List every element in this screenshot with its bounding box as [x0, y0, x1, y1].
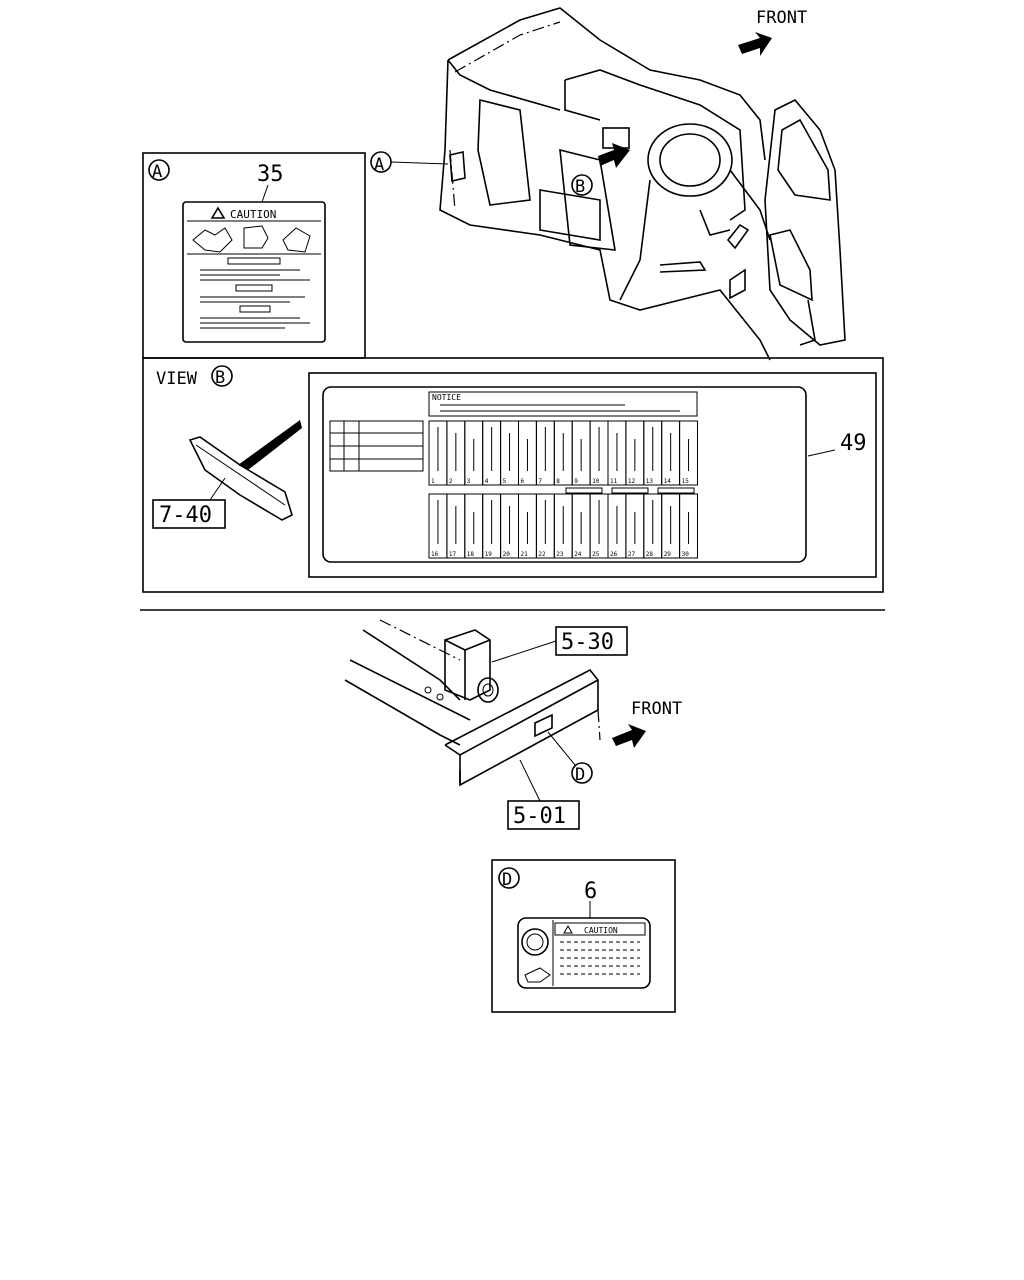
ref-a-callout: A [370, 151, 449, 175]
fuse-number: 12 [628, 478, 636, 485]
front-label-top: FRONT [756, 8, 807, 28]
detail-a-panel: A 35 CAUTION [142, 152, 366, 359]
ref-b-callout: B [571, 143, 630, 197]
fuse-row-2: 16 17 18 19 20 21 22 23 24 25 26 27 28 29 30 [428, 493, 698, 559]
fuse-number: 14 [664, 478, 672, 485]
fuse-number: 1 [431, 478, 435, 485]
detail-d-part-number: 6 [584, 879, 597, 904]
detail-d-panel: D 6 CAUTION [491, 859, 676, 1013]
fuse-number: 24 [574, 551, 582, 558]
fuse-number: 11 [610, 478, 618, 485]
fuse-number: 22 [538, 551, 546, 558]
fuse-number: 21 [521, 551, 529, 558]
detail-a-part-number: 35 [257, 162, 284, 187]
fuse-number: 10 [592, 478, 600, 485]
view-b-title: VIEW [156, 369, 198, 389]
ref-b-marker: B [575, 177, 585, 197]
fuse-number: 6 [521, 478, 525, 485]
fuse-number: 8 [556, 478, 560, 485]
notice-heading: NOTICE [432, 393, 461, 402]
fuse-number: 27 [628, 551, 636, 558]
fuse-number: 28 [646, 551, 654, 558]
fuse-number: 29 [664, 551, 672, 558]
cab-illustration [439, 7, 846, 361]
fuse-slot [679, 420, 698, 486]
view-b-label-number: 49 [840, 431, 867, 456]
view-b-part-ref: 7-40 [159, 503, 212, 528]
fuse-number: 19 [485, 551, 493, 558]
fuse-number: 17 [449, 551, 457, 558]
ref-a-marker: A [374, 155, 384, 175]
fuse-number: 26 [610, 551, 618, 558]
detail-d-label-heading: CAUTION [584, 926, 618, 935]
fuse-number: 2 [449, 478, 453, 485]
frame-ref-d: D [547, 731, 593, 785]
fuse-number: 3 [467, 478, 471, 485]
frame-ref-bottom: 5-01 [513, 804, 566, 829]
fuse-slot [679, 493, 698, 559]
frame-illustration [344, 619, 601, 787]
detail-a-label-heading: CAUTION [230, 208, 276, 221]
front-label-frame: FRONT [631, 699, 682, 719]
front-arrow-frame: FRONT [612, 699, 682, 748]
fuse-number: 25 [592, 551, 600, 558]
frame-ref-5-01: 5-01 [507, 759, 580, 830]
fuse-number: 30 [682, 551, 690, 558]
fuse-number: 5 [503, 478, 507, 485]
detail-d-marker: D [502, 870, 512, 890]
detail-a-marker: A [152, 162, 162, 182]
fuse-number: 7 [538, 478, 542, 485]
fuse-number: 20 [503, 551, 511, 558]
front-arrow-top: FRONT [738, 8, 807, 56]
fuse-number: 4 [485, 478, 489, 485]
fuse-number: 13 [646, 478, 654, 485]
frame-ref-5-30: 5-30 [491, 626, 628, 663]
frame-ref-d-marker: D [575, 765, 585, 785]
fuse-number: 16 [431, 551, 439, 558]
fuse-number: 15 [682, 478, 690, 485]
frame-ref-top: 5-30 [561, 630, 614, 655]
fuse-number: 23 [556, 551, 564, 558]
view-b-marker: B [215, 368, 225, 388]
fuse-number: 18 [467, 551, 475, 558]
fuse-number: 9 [574, 478, 578, 485]
